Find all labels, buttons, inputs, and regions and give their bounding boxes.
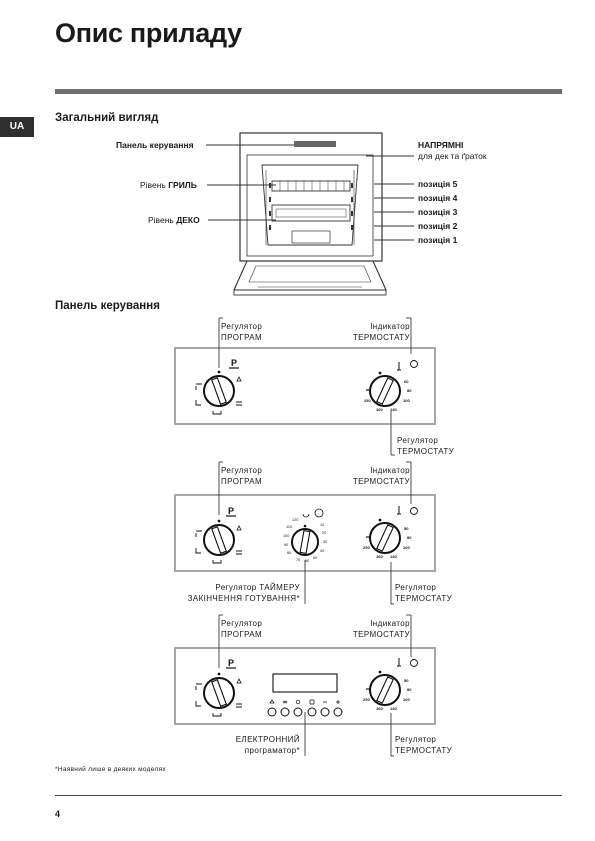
thermostat-knob-2[interactable]: 50 80 100 140 160 250 <box>363 506 412 559</box>
thermo-tick-80: 80 <box>407 388 412 393</box>
label-position-2: позиція 2 <box>418 221 458 231</box>
timer-tick-20: 20 <box>322 531 326 535</box>
panel2-timer-label: Регулятор ТАЙМЕРУ ЗАКІНЧЕННЯ ГОТУВАННЯ* <box>187 583 300 603</box>
thermostat-knob-3[interactable]: 50 80 100 140 160 250 <box>363 658 412 711</box>
program-knob-2[interactable]: P <box>195 506 242 564</box>
program-symbol-p: P <box>231 358 237 368</box>
program-knob-3[interactable]: P <box>195 658 242 717</box>
thermo-tick-140: 140 <box>390 554 397 559</box>
panel3-thermo-knob-label: Регулятор ТЕРМОСТАТУ <box>395 735 453 755</box>
thermostat-indicator-light-3 <box>410 659 418 667</box>
panel1-thermo-indicator-label: Індикатор ТЕРМОСТАТУ <box>352 322 410 342</box>
thermo-tick-60: 60 <box>404 379 409 384</box>
footnote: *Наявний лише в деяких моделях <box>55 766 166 773</box>
panel3-program-knob-label: Регулятор ПРОГРАМ <box>221 619 263 639</box>
program-knob-1[interactable]: P <box>195 358 242 415</box>
thermo-tick-100: 100 <box>403 545 410 550</box>
label-position-4: позиція 4 <box>418 193 458 203</box>
label-control-panel: Панель керування <box>116 140 194 150</box>
label-position-1: позиція 1 <box>418 235 458 245</box>
timer-tick-120: 120 <box>292 518 298 522</box>
panel3-thermo-indicator-label: Індикатор ТЕРМОСТАТУ <box>352 619 410 639</box>
timer-knob[interactable]: 120 110 100 90 80 70 60 50 40 30 20 10 <box>283 508 327 563</box>
label-position-5: позиція 5 <box>418 179 458 189</box>
timer-tick-70: 70 <box>296 558 300 562</box>
timer-tick-80: 80 <box>287 551 291 555</box>
panel2-thermo-knob-label: Регулятор ТЕРМОСТАТУ <box>395 583 453 603</box>
page-number: 4 <box>55 809 61 819</box>
timer-tick-30: 30 <box>323 540 327 544</box>
thermostat-indicator-light-1 <box>410 360 418 368</box>
overview-heading: Загальний вигляд <box>55 112 159 124</box>
timer-tick-50: 50 <box>313 556 317 560</box>
electronic-programmer[interactable] <box>267 673 343 717</box>
timer-tick-10: 10 <box>320 523 324 527</box>
label-position-3: позиція 3 <box>418 207 458 217</box>
control-heading: Панель керування <box>55 300 160 312</box>
thermo-tick-80: 80 <box>407 535 412 540</box>
language-tab: UA <box>0 117 34 137</box>
panel1-program-knob-label: Регулятор ПРОГРАМ <box>221 322 263 342</box>
thermo-tick-80: 80 <box>407 687 412 692</box>
thermostat-knob-1[interactable]: 60 80 100 140 160 250 <box>364 362 412 412</box>
thermo-tick-160: 160 <box>376 554 383 559</box>
panel3-electronic-label: ЕЛЕКТРОННИЙ програматор* <box>235 735 300 755</box>
thermo-tick-100: 100 <box>403 398 410 403</box>
thermo-tick-100: 100 <box>403 697 410 702</box>
footer-rule <box>55 795 562 796</box>
programmer-display <box>272 673 338 693</box>
timer-tick-100: 100 <box>283 534 289 538</box>
panel1-thermo-knob-label: Регулятор ТЕРМОСТАТУ <box>397 436 455 456</box>
thermo-tick-50: 50 <box>404 526 409 531</box>
thermo-tick-50: 50 <box>404 678 409 683</box>
page-title: Опис приладу <box>55 18 242 48</box>
timer-tick-40: 40 <box>320 549 324 553</box>
thermo-tick-140: 140 <box>390 706 397 711</box>
panel2-thermo-indicator-label: Індикатор ТЕРМОСТАТУ <box>352 466 410 486</box>
panel2-program-knob-label: Регулятор ПРОГРАМ <box>221 466 263 486</box>
program-symbol-p: P <box>228 506 234 516</box>
timer-tick-90: 90 <box>284 543 288 547</box>
thermo-tick-250: 250 <box>363 697 370 702</box>
thermo-tick-250: 250 <box>363 545 370 550</box>
label-tray-level: Рівень ДЕКО <box>148 215 200 225</box>
timer-tick-60: 60 <box>305 559 309 563</box>
thermo-tick-160: 160 <box>376 706 383 711</box>
thermo-tick-250: 250 <box>364 398 371 403</box>
label-guides-title: НАПРЯМНІ <box>418 140 464 150</box>
thermo-tick-160: 160 <box>376 407 383 412</box>
program-symbol-p: P <box>228 658 234 668</box>
label-grill-level: Рівень ГРИЛЬ <box>140 180 197 190</box>
label-guides-sub: для дек та ґраток <box>418 151 487 161</box>
timer-tick-110: 110 <box>286 525 292 529</box>
thermo-tick-140: 140 <box>390 407 397 412</box>
thermostat-indicator-light-2 <box>410 507 418 515</box>
title-rule <box>55 89 562 94</box>
